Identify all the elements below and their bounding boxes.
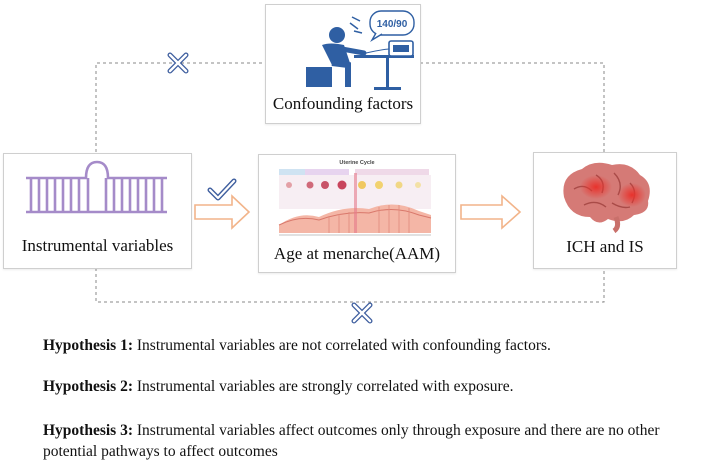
cross-icon-top	[167, 52, 189, 74]
cross-icon-bottom	[351, 302, 373, 324]
bp-reading: 140/90	[377, 19, 408, 30]
hypothesis-3-text: Instrumental variables affect outcomes o…	[43, 422, 660, 460]
hypothesis-3: Hypothesis 3: Instrumental variables aff…	[43, 420, 703, 462]
instrumental-variables-label: Instrumental variables	[21, 236, 174, 255]
hypothesis-1: Hypothesis 1: Instrumental variables are…	[43, 335, 703, 356]
exposure-label: Age at menarche(AAM)	[273, 244, 441, 263]
hypothesis-2-title: Hypothesis 2:	[43, 378, 133, 395]
uterine-cycle-title: Uterine Cycle	[339, 160, 374, 166]
brain-icon	[563, 162, 650, 233]
hypothesis-2: Hypothesis 2: Instrumental variables are…	[43, 376, 703, 397]
uterine-cycle-figure: Uterine Cycle	[278, 160, 432, 236]
bottom-dashed-path	[95, 268, 605, 303]
arrow-exposure-to-outcome	[460, 194, 522, 230]
outcome-label: ICH and IS	[566, 237, 644, 256]
confounding-factors-box: 140/90 Confounding factors	[265, 4, 421, 124]
confounding-factors-label: Confounding factors	[272, 94, 414, 113]
blood-pressure-measurement-icon: 140/90	[306, 10, 415, 90]
outcome-box: ICH and IS	[533, 152, 677, 269]
hypothesis-2-text: Instrumental variables are strongly corr…	[133, 378, 514, 395]
arrow-iv-to-exposure	[194, 194, 251, 230]
dna-ladder-icon	[26, 160, 167, 214]
hypothesis-1-title: Hypothesis 1:	[43, 337, 133, 354]
check-icon	[207, 178, 237, 201]
hypothesis-3-title: Hypothesis 3:	[43, 422, 133, 439]
top-dashed-path	[95, 62, 265, 152]
top-right-dashed-path	[420, 62, 605, 152]
exposure-box: Uterine Cycle Age at menarche(AAM)	[258, 154, 456, 273]
hypothesis-1-text: Instrumental variables are not correlate…	[133, 337, 551, 354]
instrumental-variables-box: Instrumental variables	[3, 153, 192, 269]
